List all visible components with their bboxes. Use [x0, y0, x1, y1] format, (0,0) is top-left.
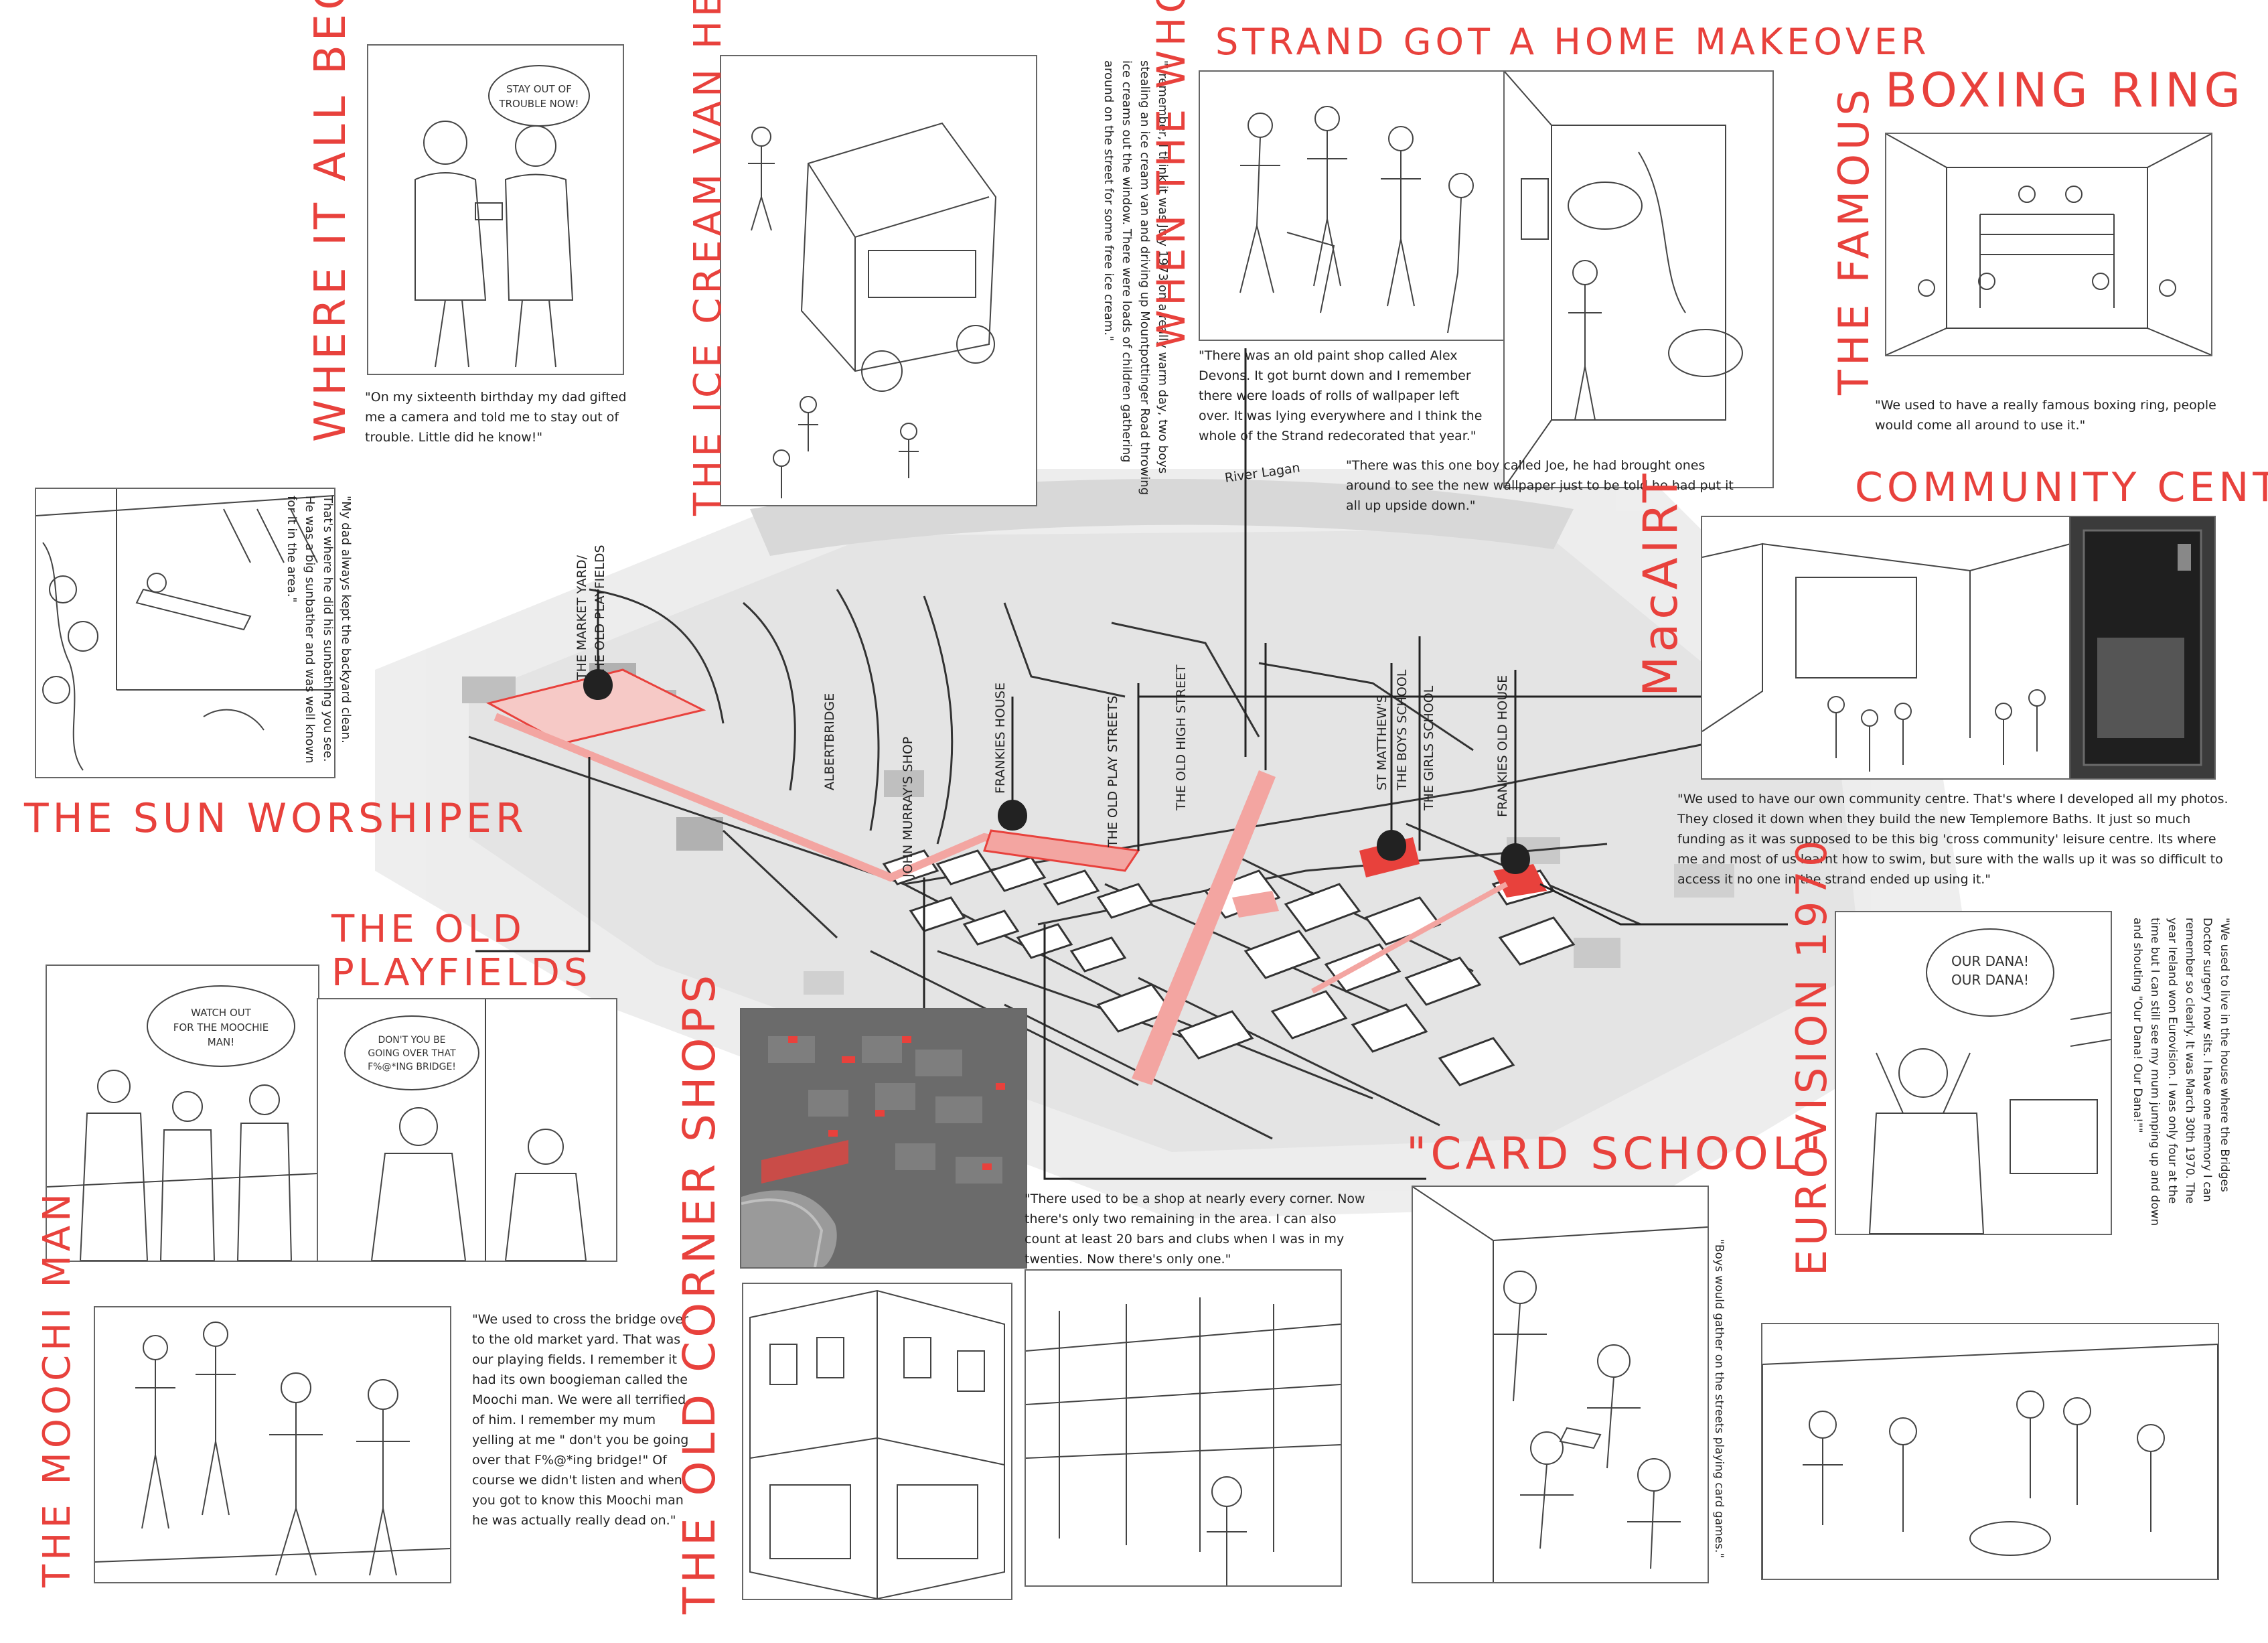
boxing-ring-sketch [1886, 134, 2211, 355]
aerial-photo [741, 1009, 1026, 1267]
title-old-playfields-1: THE OLD [331, 908, 526, 951]
quote-strand-2: "There was this one boy called Joe, he h… [1346, 458, 1734, 513]
quote-sun-worshiper: "My dad always kept the backyard clean. … [285, 496, 353, 764]
speech-watch-out-1: WATCH OUT [191, 1007, 252, 1019]
label-market-yard-1: THE MARKET YARD/ [575, 555, 589, 681]
panel-shop-interior [1025, 1269, 1342, 1587]
corner-shop-sketch [749, 1289, 1005, 1599]
quote-community: "We used to have our own community centr… [1677, 792, 2228, 887]
panel-strand-1 [1199, 70, 1506, 341]
label-frankies-house: FRANKIES HOUSE [993, 683, 1008, 794]
quote-moochi: "We used to cross the bridge over to the… [472, 1312, 689, 1528]
label-girls-school: THE GIRLS SCHOOL [1422, 685, 1436, 811]
title-card-school: "CARD SCHOOL" [1406, 1128, 1825, 1180]
title-old-playfields-2: PLAYFIELDS [331, 951, 592, 995]
panel-moochi-3 [94, 1306, 451, 1583]
title-when-the-whole: WHEN THE WHOLE [1148, 0, 1194, 348]
speech-dont-you-1: DON'T YOU BE [378, 1035, 445, 1046]
speech-stay-out-2: TROUBLE NOW! [498, 98, 579, 110]
ice-cream-van-sketch [748, 122, 997, 498]
title-community-centre: COMMUNITY CENTRE [1855, 464, 2268, 511]
backyard-group-sketch [1762, 1344, 2218, 1579]
kids-running-sketch [95, 1321, 450, 1576]
photo-community-door [2069, 516, 2216, 780]
camera-sketch: STAY OUT OF TROUBLE NOW! [414, 65, 590, 368]
pin-icon [583, 669, 613, 720]
panel-sun-worshiper [35, 488, 335, 778]
panel-where-it-all-began: STAY OUT OF TROUBLE NOW! [367, 44, 624, 375]
panel-backyard-group [1761, 1323, 2219, 1580]
quote-card-school: "Boys would gather on the streets playin… [1712, 1239, 1726, 1559]
community-centre-sketch [1702, 543, 2070, 772]
title-boxing-ring: BOXING RING [1885, 63, 2245, 118]
panel-corner-shop [742, 1283, 1012, 1600]
label-st-matthews-2: THE BOYS SCHOOL [1395, 669, 1410, 791]
our-dana-sketch: OUR DANA! OUR DANA! [1868, 928, 2111, 1234]
title-strand-makeover: STRAND GOT A HOME MAKEOVER [1215, 21, 1931, 63]
panel-ice-cream-van [720, 55, 1037, 506]
boys-balcony-sketch: WATCH OUT FOR THE MOOCHIE MAN! [47, 985, 318, 1261]
wallpaper-room-sketch [1505, 72, 1743, 487]
panel-moochi-1: WATCH OUT FOR THE MOOCHIE MAN! [46, 965, 319, 1262]
label-old-play-streets: THE OLD PLAY STREETS [1106, 696, 1120, 848]
door-photo [2083, 529, 2202, 766]
quote-strand-1: "There was an old paint shop called Alex… [1199, 348, 1483, 443]
quote-boxing: "We used to have a really famous boxing … [1875, 398, 2216, 433]
quote-eurovision: "We used to live in the house where the … [2131, 918, 2231, 1226]
quote-where-it-all-began: "On my sixteenth birthday my dad gifted … [365, 390, 627, 445]
title-ice-cream-van-heist: THE ICE CREAM VAN HEIST [686, 0, 730, 516]
label-st-matthews-1: ST MATTHEW'S [1375, 695, 1389, 790]
panel-boxing-ring [1885, 133, 2212, 356]
photo-aerial [740, 1008, 1027, 1269]
title-old-corner-shops: THE OLD CORNER SHOPS [674, 971, 725, 1614]
speech-dont-you-3: F%@*ING BRIDGE! [368, 1062, 456, 1072]
speech-our-dana-2: OUR DANA! [1951, 972, 2029, 988]
map-route [485, 668, 1547, 1085]
speech-stay-out-1: STAY OUT OF [506, 83, 572, 95]
street-labels: THE MARKET YARD/ THE OLD PLAYFIELDS ALBE… [575, 460, 1510, 878]
speech-watch-out-3: MAN! [208, 1036, 234, 1048]
title-sun-worshiper: THE SUN WORSHIPER [24, 795, 528, 842]
speech-dont-you-2: GOING OVER THAT [368, 1048, 456, 1059]
title-moochi-man: THE MOOCHI MAN [35, 1189, 79, 1587]
mum-yelling-sketch: DON'T YOU BE GOING OVER THAT F%@*ING BRI… [344, 999, 587, 1261]
wallpaper-sketch [1239, 106, 1474, 334]
sunbathing-sketch [36, 489, 334, 771]
panel-eurovision: OUR DANA! OUR DANA! [1835, 911, 2112, 1235]
panel-strand-2 [1503, 70, 1774, 488]
label-market-yard-2: THE OLD PLAYFIELDS [593, 545, 607, 681]
quote-corner-shops: "There used to be a shop at nearly every… [1025, 1192, 1365, 1267]
speech-watch-out-2: FOR THE MOOCHIE [173, 1021, 269, 1033]
panel-moochi-2: DON'T YOU BE GOING OVER THAT F%@*ING BRI… [317, 998, 617, 1262]
panel-community-centre [1701, 516, 2072, 780]
speech-our-dana-1: OUR DANA! [1951, 953, 2029, 969]
title-the-famous: THE FAMOUS [1829, 85, 1878, 395]
card-games-sketch [1413, 1187, 1708, 1582]
panel-card-school [1412, 1186, 1709, 1583]
label-john-murray: JOHN MURRAY'S SHOP [901, 737, 915, 878]
shop-interior-sketch [1026, 1297, 1341, 1585]
label-frankies-old-house: FRANKIES OLD HOUSE [1495, 675, 1510, 817]
title-where-it-all-began: WHERE IT ALL BEGAN [306, 0, 356, 442]
label-albert-bridge: ALBERTBRIDGE [822, 693, 837, 790]
label-old-high-street: THE OLD HIGH STREET [1174, 664, 1189, 811]
title-macairt: MacAIRT [1633, 470, 1688, 697]
title-eurovision: EUROVISION 1970 [1787, 836, 1836, 1276]
